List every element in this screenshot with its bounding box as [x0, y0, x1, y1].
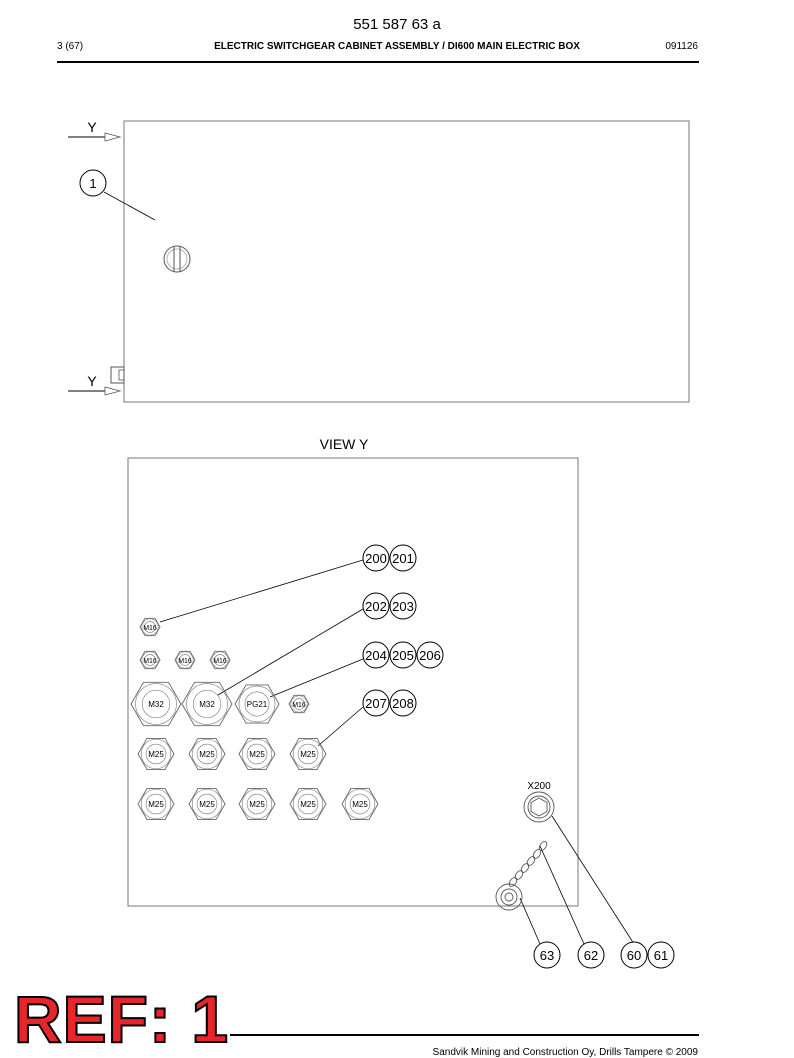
gland-size-label: M16 — [143, 625, 157, 632]
leader-line — [103, 191, 156, 221]
cable-gland-row5-5: M25 — [341, 787, 379, 821]
header-title: ELECTRIC SWITCHGEAR CABINET ASSEMBLY / D… — [214, 41, 580, 52]
cable-gland-row5-3: M25 — [238, 787, 276, 821]
view-arrow-bottom — [68, 386, 122, 396]
gland-size-label: M25 — [300, 750, 316, 759]
callout-60: 60 — [620, 941, 648, 969]
callout-207: 207 — [362, 689, 390, 717]
svg-text:61: 61 — [654, 948, 668, 963]
page-info: 3 (67) — [57, 41, 84, 52]
callout-63: 63 — [533, 941, 561, 969]
gland-size-label: M32 — [148, 700, 164, 709]
svg-text:208: 208 — [392, 696, 414, 711]
cable-gland-row3-4: M16 — [288, 694, 310, 714]
panel-outline — [127, 457, 579, 907]
leader-lines — [159, 559, 635, 945]
gland-size-label: M25 — [300, 800, 316, 809]
footer-rule — [230, 1034, 699, 1036]
date-code: 091126 — [665, 41, 698, 52]
cable-gland-row4-4: M25 — [289, 737, 327, 771]
header-rule — [57, 61, 699, 63]
gland-size-label: M32 — [199, 700, 215, 709]
gland-size-label: M25 — [199, 800, 215, 809]
gland-size-label: M25 — [148, 750, 164, 759]
callout-bubbles: 200 201 202 203 204 205 206 207 208 63 62 60 61 — [362, 544, 675, 969]
svg-text:204: 204 — [365, 648, 387, 663]
gland-size-label: M25 — [148, 800, 164, 809]
cable-gland-row2-3: M16 — [209, 650, 231, 670]
svg-text:201: 201 — [392, 551, 414, 566]
callout-203: 203 — [389, 592, 417, 620]
cable-gland-row5-2: M25 — [188, 787, 226, 821]
callout-200: 200 — [362, 544, 390, 572]
connector-label: X200 — [527, 781, 551, 792]
side-tab — [110, 366, 125, 384]
svg-text:62: 62 — [584, 948, 598, 963]
top-view: Y Y 1 — [68, 119, 690, 403]
gland-size-label: M25 — [352, 800, 368, 809]
svg-text:60: 60 — [627, 948, 641, 963]
view-y-title: VIEW Y — [320, 436, 369, 452]
callout-208: 208 — [389, 689, 417, 717]
gland-size-label: M16 — [292, 702, 306, 709]
cable-gland-row4-3: M25 — [238, 737, 276, 771]
gland-size-label: M25 — [249, 800, 265, 809]
svg-text:205: 205 — [392, 648, 414, 663]
cable-gland-row5-1: M25 — [137, 787, 175, 821]
gland-size-label: PG21 — [247, 700, 268, 709]
cable-gland-row3-2: M32 — [181, 681, 233, 727]
view-marker-top: Y — [87, 119, 97, 135]
view-marker-bottom: Y — [87, 373, 97, 389]
x200-connector — [523, 791, 555, 823]
callout-61: 61 — [647, 941, 675, 969]
callout-62: 62 — [577, 941, 605, 969]
svg-text:207: 207 — [365, 696, 387, 711]
cable-gland-row2-1: M16 — [139, 650, 161, 670]
ref-stamp: REF: 1 — [13, 982, 230, 1056]
gland-size-label: M25 — [249, 750, 265, 759]
chain-icon — [508, 841, 548, 887]
callout-201: 201 — [389, 544, 417, 572]
cable-gland-row4-1: M25 — [137, 737, 175, 771]
cable-gland-row3-1: M32 — [130, 681, 182, 727]
door-knob — [163, 245, 191, 273]
callout-bubble — [79, 169, 107, 197]
callout-205: 205 — [389, 641, 417, 669]
gland-size-label: M16 — [213, 658, 227, 665]
callout-202: 202 — [362, 592, 390, 620]
cable-gland-row4-2: M25 — [188, 737, 226, 771]
callout-1: 1 — [89, 176, 96, 191]
cable-gland-row2-2: M16 — [174, 650, 196, 670]
gland-size-label: M25 — [199, 750, 215, 759]
callout-204: 204 — [362, 641, 390, 669]
svg-text:202: 202 — [365, 599, 387, 614]
cable-gland-row5-4: M25 — [289, 787, 327, 821]
svg-text:63: 63 — [540, 948, 554, 963]
view-arrow-top — [68, 132, 122, 142]
svg-text:200: 200 — [365, 551, 387, 566]
protective-cap — [495, 883, 523, 911]
cable-gland-row1-1: M16 — [139, 617, 161, 637]
svg-text:203: 203 — [392, 599, 414, 614]
cable-gland-row3-3: PG21 — [234, 684, 280, 724]
cabinet-outline — [123, 120, 690, 403]
gland-size-label: M16 — [143, 658, 157, 665]
gland-size-label: M16 — [178, 658, 192, 665]
document-number: 551 587 63 a — [353, 16, 441, 33]
svg-text:206: 206 — [419, 648, 441, 663]
callout-206: 206 — [416, 641, 444, 669]
